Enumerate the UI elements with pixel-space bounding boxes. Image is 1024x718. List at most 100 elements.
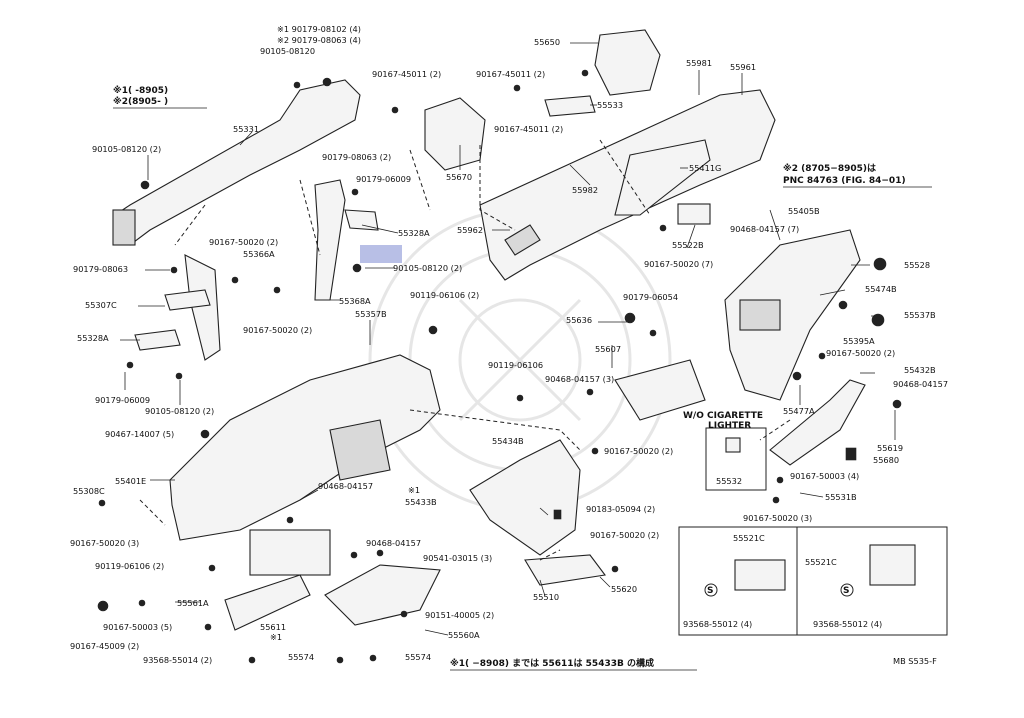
- part-label[interactable]: 90467-14007 (5): [105, 429, 174, 439]
- part-label[interactable]: 55982: [572, 185, 598, 195]
- part-label[interactable]: 55411G: [689, 163, 721, 173]
- part-label[interactable]: ※2 90179-08063 (4): [277, 35, 361, 45]
- part-label[interactable]: 55574: [288, 652, 314, 662]
- part-label[interactable]: 55357B: [355, 309, 387, 319]
- part-label[interactable]: 55433B: [405, 497, 437, 507]
- part-label[interactable]: ※1 90179-08102 (4): [277, 24, 361, 34]
- part-labels: ※1 90179-08102 (4) ※2 90179-08063 (4) 90…: [70, 24, 948, 665]
- part-label[interactable]: 90167-50020 (2): [209, 237, 278, 247]
- part-label[interactable]: 90468-04157: [366, 538, 421, 548]
- part-label[interactable]: 55474B: [865, 284, 897, 294]
- part-label[interactable]: 90167-50020 (7): [644, 259, 713, 269]
- part-label[interactable]: 90167-50020 (2): [243, 325, 312, 335]
- part-label[interactable]: 55574: [405, 652, 431, 662]
- cigarette-note-line-2: LIGHTER: [708, 421, 751, 431]
- part-label[interactable]: 90468-04157 (7): [730, 224, 799, 234]
- part-label[interactable]: 90468-04157: [318, 481, 373, 491]
- part-label[interactable]: 55561A: [177, 598, 209, 608]
- note-1-line-1: ※1( -8905): [113, 85, 168, 96]
- part-label[interactable]: 55670: [446, 172, 472, 182]
- cluster-panel-55405B: [724, 229, 861, 401]
- part-label[interactable]: 55308C: [73, 486, 105, 496]
- part-label[interactable]: 55620: [611, 584, 637, 594]
- note-2-line-2: PNC 84763 (FIG. 84−01): [783, 176, 906, 186]
- part-label[interactable]: 90167-45011 (2): [476, 69, 545, 79]
- part-shapes: [112, 29, 916, 631]
- part-label[interactable]: 90119-06106 (2): [410, 290, 479, 300]
- part-label[interactable]: 55560A: [448, 630, 480, 640]
- part-label[interactable]: 55521C: [733, 533, 765, 543]
- part-label[interactable]: 55328A: [398, 228, 430, 238]
- part-label[interactable]: 55366A: [243, 249, 275, 259]
- part-label[interactable]: 55533: [597, 100, 623, 110]
- part-label[interactable]: 55395A: [843, 336, 875, 346]
- part-label[interactable]: 55531B: [825, 492, 857, 502]
- part-label[interactable]: 90468-04157: [893, 379, 948, 389]
- part-label[interactable]: 90179-08063 (2): [322, 152, 391, 162]
- part-label[interactable]: 90179-06009: [95, 395, 150, 405]
- part-label[interactable]: 55619: [877, 443, 903, 453]
- part-label[interactable]: 55522B: [672, 240, 704, 250]
- part-label[interactable]: 90179-06054: [623, 292, 678, 302]
- part-label[interactable]: 55962: [457, 225, 483, 235]
- part-label[interactable]: 90119-06106: [488, 360, 543, 370]
- part-label[interactable]: 90167-45009 (2): [70, 641, 139, 651]
- part-label[interactable]: 90105-08120 (2): [393, 263, 462, 273]
- part-label[interactable]: 90167-50020 (2): [826, 348, 895, 358]
- part-label[interactable]: ※1: [270, 632, 282, 642]
- part-label[interactable]: 90183-05094 (2): [586, 504, 655, 514]
- part-label[interactable]: 90167-50003 (5): [103, 622, 172, 632]
- part-label[interactable]: 90167-50020 (2): [604, 446, 673, 456]
- part-label[interactable]: 55521C: [805, 557, 837, 567]
- cigarette-note-line-1: W/O CIGARETTE: [683, 411, 763, 421]
- part-label[interactable]: 55650: [534, 37, 560, 47]
- part-label[interactable]: 55432B: [904, 365, 936, 375]
- part-label[interactable]: 55331: [233, 124, 259, 134]
- part-label[interactable]: 90105-08120: [260, 46, 315, 56]
- part-label[interactable]: ※1: [408, 485, 420, 495]
- inset-table: [678, 526, 948, 636]
- part-label[interactable]: 90541-03015 (3): [423, 553, 492, 563]
- part-label[interactable]: 55477A: [783, 406, 815, 416]
- part-label[interactable]: 55607: [595, 344, 621, 354]
- center-brace: [314, 179, 346, 301]
- part-label[interactable]: 90179-08063: [73, 264, 128, 274]
- part-label[interactable]: 90151-40005 (2): [425, 610, 494, 620]
- part-label[interactable]: 90167-50020 (3): [743, 513, 812, 523]
- part-label[interactable]: 55528: [904, 260, 930, 270]
- part-label[interactable]: 55636: [566, 315, 592, 325]
- part-label[interactable]: 90179-06009: [356, 174, 411, 184]
- glove-lid-55611: [224, 574, 311, 631]
- part-label[interactable]: 90167-50020 (2): [590, 530, 659, 540]
- part-label[interactable]: 93568-55012 (4): [683, 619, 752, 629]
- part-label[interactable]: 55510: [533, 592, 559, 602]
- note-1-line-2: ※2(8905- ): [113, 96, 168, 107]
- part-label[interactable]: 90167-50003 (4): [790, 471, 859, 481]
- part-label[interactable]: 55961: [730, 62, 756, 72]
- part-label[interactable]: 93568-55012 (4): [813, 619, 882, 629]
- part-label[interactable]: 55401E: [115, 476, 146, 486]
- part-label[interactable]: 55328A: [77, 333, 109, 343]
- part-label[interactable]: 90105-08120 (2): [145, 406, 214, 416]
- part-label[interactable]: 93568-55014 (2): [143, 655, 212, 665]
- diagram-code: MB S535-F: [893, 656, 937, 666]
- part-label[interactable]: 90167-45011 (2): [372, 69, 441, 79]
- cigarette-lighter-box: [705, 427, 767, 491]
- part-label[interactable]: 90105-08120 (2): [92, 144, 161, 154]
- bottom-note: ※1( −8908) までは 55611は 55433B の構成: [450, 657, 654, 669]
- part-label[interactable]: 55434B: [492, 436, 524, 446]
- part-label[interactable]: 55537B: [904, 310, 936, 320]
- part-label[interactable]: 55368A: [339, 296, 371, 306]
- part-label[interactable]: 55680: [873, 455, 899, 465]
- glove-box: [324, 564, 441, 626]
- part-label[interactable]: 55532: [716, 476, 742, 486]
- part-label[interactable]: 55307C: [85, 300, 117, 310]
- part-label[interactable]: 55981: [686, 58, 712, 68]
- part-label[interactable]: 90119-06106 (2): [95, 561, 164, 571]
- part-label[interactable]: 90167-50020 (3): [70, 538, 139, 548]
- part-label[interactable]: 90468-04157 (3): [545, 374, 614, 384]
- part-label[interactable]: 90167-45011 (2): [494, 124, 563, 134]
- part-label[interactable]: 55611: [260, 622, 286, 632]
- part-label[interactable]: 55405B: [788, 206, 820, 216]
